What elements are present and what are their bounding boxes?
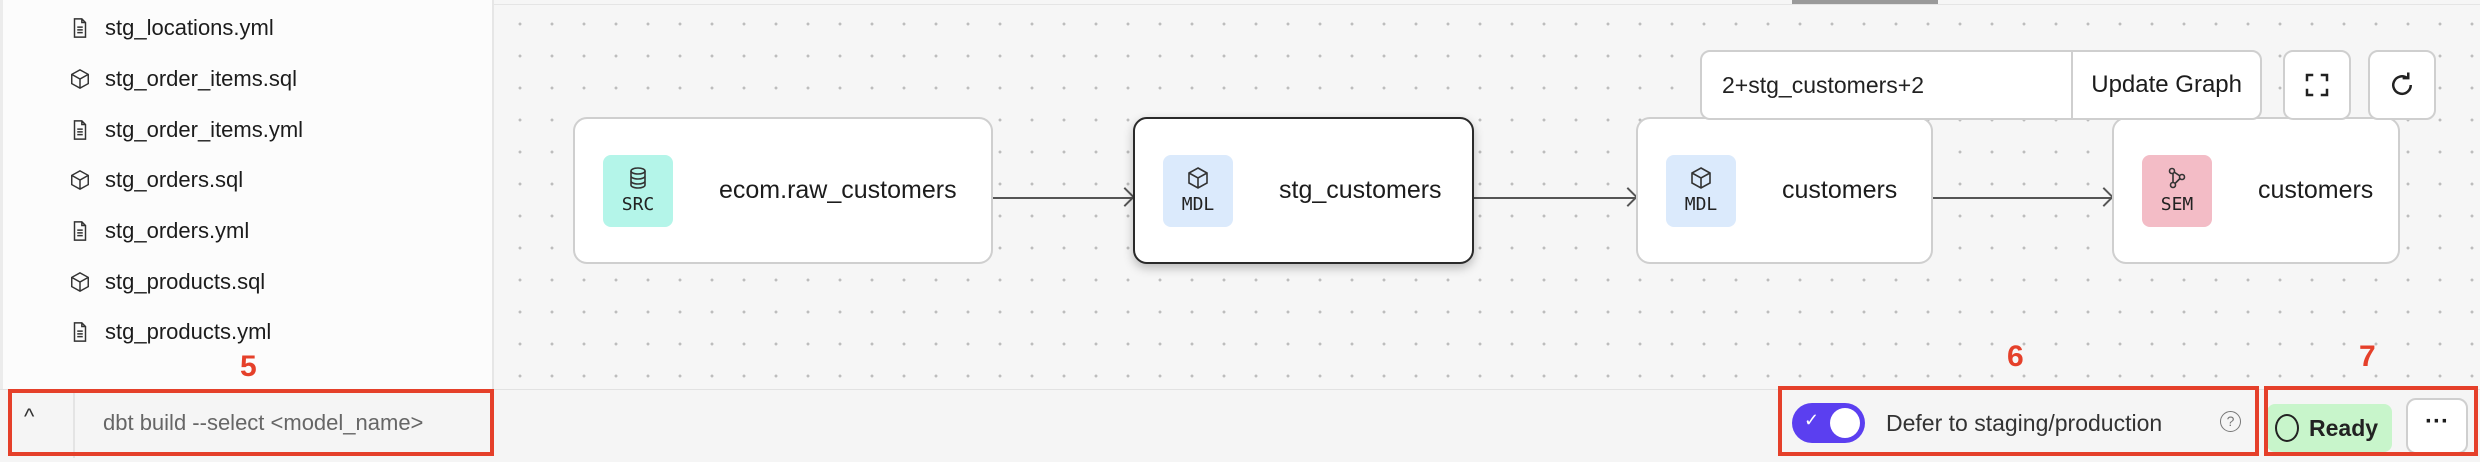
divider xyxy=(73,392,75,458)
cube-icon xyxy=(1691,167,1711,189)
more-options-button[interactable]: ··· xyxy=(2406,398,2468,454)
file-item[interactable]: stg_orders.sql xyxy=(69,160,243,200)
node-type-badge: SEM xyxy=(2142,154,2212,227)
help-icon[interactable]: ? xyxy=(2220,411,2241,432)
file-icon xyxy=(73,221,87,241)
file-name: stg_products.sql xyxy=(105,269,266,294)
node-label: customers xyxy=(1782,176,1898,204)
node-type-badge: MDL xyxy=(1163,154,1233,227)
status-circle-icon xyxy=(2275,414,2299,442)
annotation-label-7: 7 xyxy=(2359,340,2376,373)
annotation-label-5: 5 xyxy=(240,350,257,383)
file-name: stg_order_items.sql xyxy=(105,66,297,91)
node-type-badge: SRC xyxy=(603,154,673,227)
tab-bar-border xyxy=(494,4,2480,5)
cube-icon xyxy=(1188,167,1208,189)
node-type-badge: MDL xyxy=(1666,154,1736,227)
active-tab-indicator xyxy=(1792,0,1938,4)
file-item[interactable]: stg_products.yml xyxy=(69,312,271,352)
node-label: customers xyxy=(2258,176,2374,204)
semantic-icon xyxy=(2168,167,2186,189)
database-icon xyxy=(630,167,646,189)
update-graph-button[interactable]: Update Graph xyxy=(2071,52,2260,118)
chevron-up-icon[interactable]: ^ xyxy=(24,404,35,429)
status-text: Ready xyxy=(2309,414,2379,441)
file-name: stg_products.yml xyxy=(105,319,272,344)
file-name: stg_order_items.yml xyxy=(105,117,304,142)
refresh-button[interactable] xyxy=(2368,50,2436,120)
file-item[interactable]: stg_products.sql xyxy=(69,262,265,302)
graph-node[interactable]: MDL customers xyxy=(1636,117,1933,264)
file-name: stg_orders.yml xyxy=(105,218,250,243)
fullscreen-icon xyxy=(2305,73,2329,97)
status-badge: Ready xyxy=(2267,404,2392,452)
fullscreen-button[interactable] xyxy=(2283,50,2351,120)
graph-node[interactable]: SEM customers xyxy=(2112,117,2400,264)
command-input[interactable]: dbt build --select <model_name> xyxy=(103,410,424,435)
edge-3 xyxy=(1933,197,2112,199)
defer-toggle[interactable]: ✓ xyxy=(1792,403,1865,443)
graph-node[interactable]: SRC ecom.raw_customers xyxy=(573,117,993,264)
graph-selector: Update Graph xyxy=(1700,50,2262,120)
edge-2 xyxy=(1474,197,1636,199)
file-name: stg_orders.sql xyxy=(105,167,244,192)
cube-icon xyxy=(71,271,89,293)
annotation-box-5 xyxy=(8,389,494,456)
refresh-icon xyxy=(2392,72,2413,96)
defer-label: Defer to staging/production xyxy=(1886,410,2163,436)
file-item[interactable]: stg_order_items.sql xyxy=(69,59,297,99)
file-item[interactable]: stg_locations.yml xyxy=(69,8,274,48)
edge-1 xyxy=(993,197,1133,199)
graph-node[interactable]: MDL stg_customers xyxy=(1133,117,1474,264)
graph-query-input[interactable] xyxy=(1702,52,2072,118)
file-icon xyxy=(73,120,87,140)
node-label: stg_customers xyxy=(1279,176,1442,204)
node-type: SEM xyxy=(2160,194,2194,215)
toggle-knob xyxy=(1830,408,1860,438)
file-item[interactable]: stg_orders.yml xyxy=(69,211,249,251)
check-icon: ✓ xyxy=(1804,410,1820,430)
node-type: MDL xyxy=(1181,194,1215,215)
node-label: ecom.raw_customers xyxy=(719,176,957,204)
bottom-bar xyxy=(0,389,2480,462)
annotation-box-6 xyxy=(1778,386,2259,456)
node-type: SRC xyxy=(621,194,655,215)
file-icon xyxy=(73,322,87,342)
file-name: stg_locations.yml xyxy=(105,15,274,40)
cube-icon xyxy=(71,68,89,90)
file-icon xyxy=(73,18,87,38)
file-explorer: stg_locations.yml stg_order_items.sql stg_… xyxy=(0,0,494,389)
cube-icon xyxy=(71,169,89,191)
file-item[interactable]: stg_order_items.yml xyxy=(69,110,303,150)
node-type: MDL xyxy=(1684,194,1718,215)
annotation-label-6: 6 xyxy=(2007,340,2024,373)
annotation-box-7 xyxy=(2264,386,2478,456)
